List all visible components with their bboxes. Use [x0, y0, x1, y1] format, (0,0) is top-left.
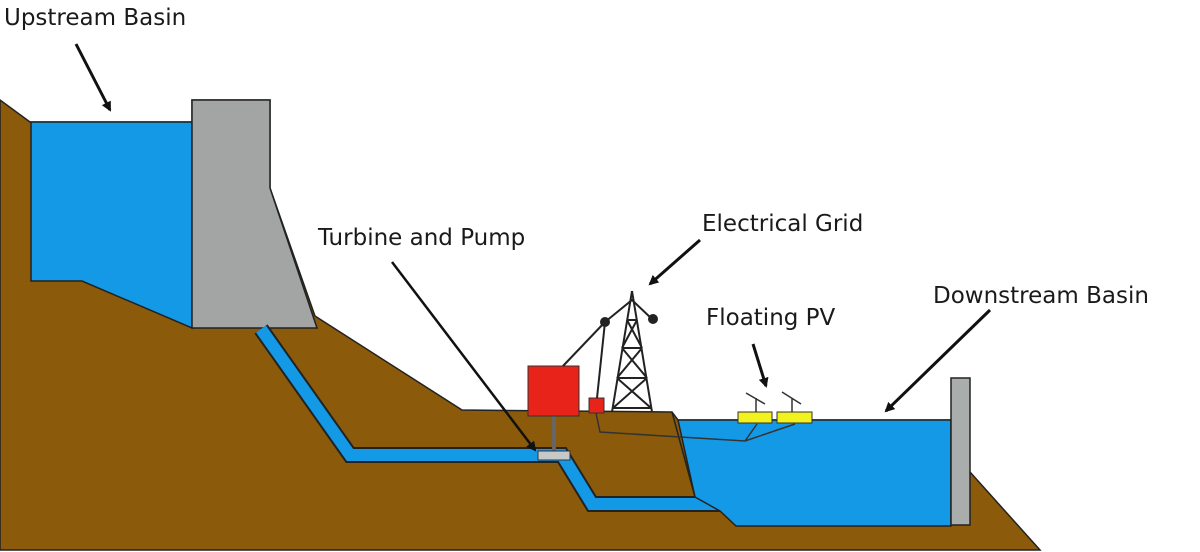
- downstream-arrow: [884, 308, 992, 413]
- turbine-pump: [537, 450, 571, 461]
- downstream-basin-water: [677, 419, 952, 527]
- upstream-basin-water: [30, 121, 193, 330]
- plateau-edge: [671, 411, 696, 498]
- transmission-tower: [562, 290, 658, 413]
- label-turbine-pump: Turbine and Pump: [317, 225, 525, 251]
- label-floating-pv: Floating PV: [706, 305, 836, 331]
- arrows: [74, 43, 992, 452]
- pv-float-1: [737, 411, 773, 424]
- upstream-dam: [191, 99, 319, 329]
- label-downstream-basin: Downstream Basin: [933, 283, 1149, 309]
- upstream-arrow: [74, 43, 112, 112]
- grid-arrow: [648, 238, 701, 286]
- power-house: [527, 365, 580, 417]
- label-electrical-grid: Electrical Grid: [702, 211, 863, 237]
- downstream-dam: [950, 377, 971, 526]
- pv-arrow: [751, 343, 769, 388]
- transformer: [588, 397, 605, 414]
- pv-panels: [745, 391, 802, 412]
- power-cable: [595, 412, 796, 442]
- turbine-arrow: [391, 261, 537, 452]
- floating-pv: [737, 391, 813, 424]
- insulator-right: [648, 314, 658, 324]
- label-upstream-basin: Upstream Basin: [4, 5, 186, 31]
- pv-float-2: [776, 411, 813, 424]
